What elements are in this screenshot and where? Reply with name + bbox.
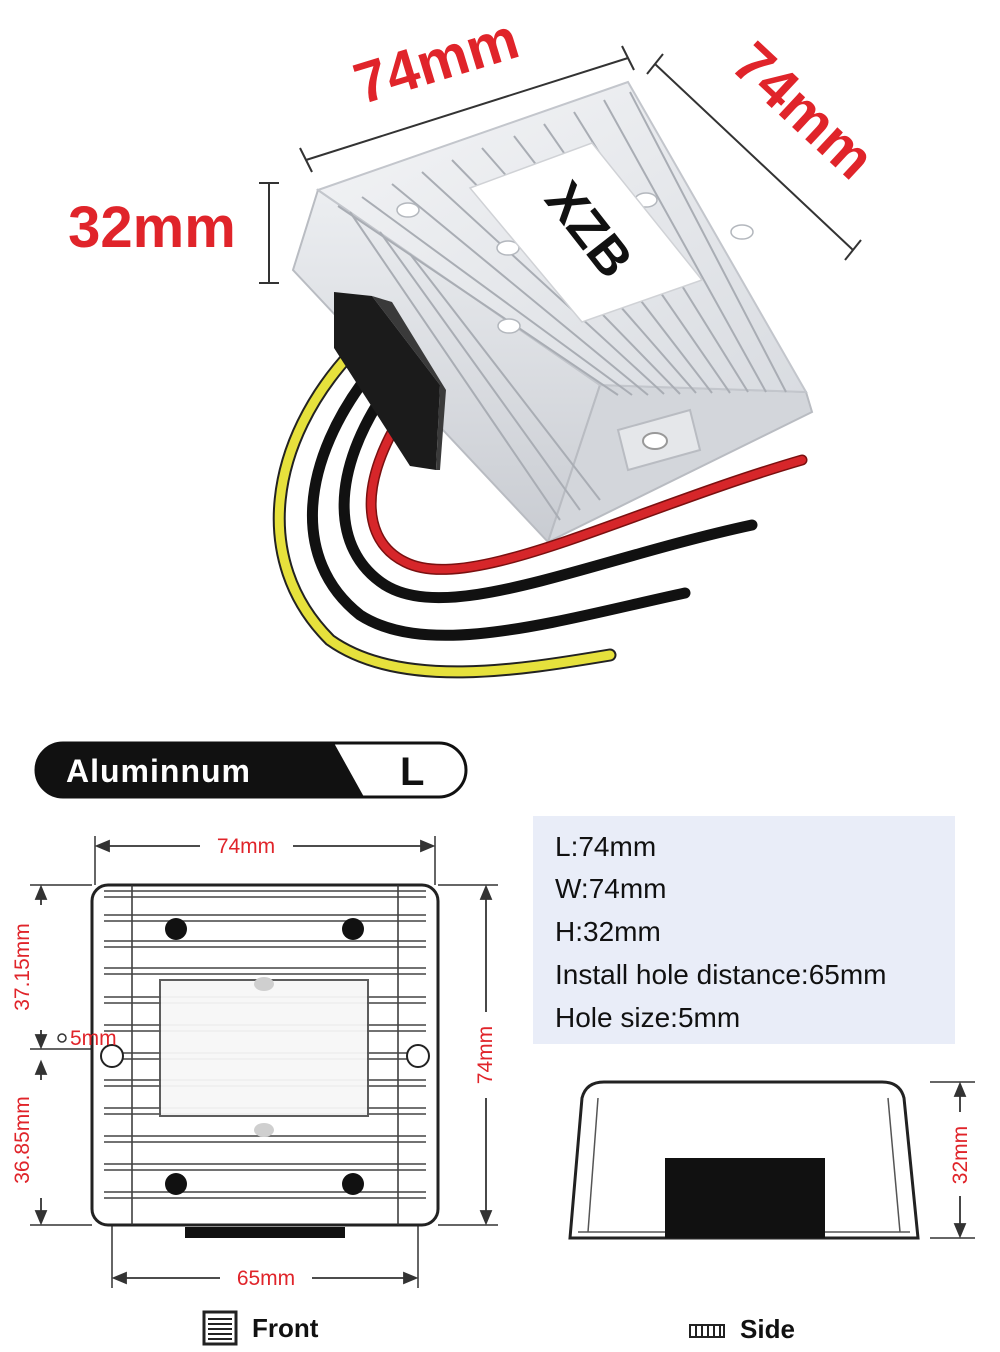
height-label: 32mm: [68, 195, 236, 260]
front-bottom-dim-label: 65mm: [237, 1267, 295, 1290]
width-label: 74mm: [720, 30, 887, 192]
front-caption: Front: [202, 1310, 318, 1346]
height-dimension-line: [259, 182, 279, 284]
material-label: Aluminnum: [66, 753, 251, 789]
front-upper-offset-label: 37.15mm: [11, 923, 34, 1011]
front-view-icon: [202, 1310, 238, 1346]
spec-width: W:74mm: [555, 873, 667, 904]
side-caption-text: Side: [740, 1314, 795, 1344]
hole-size-label: 5mm: [70, 1027, 117, 1050]
front-view-drawing: 74mm 37.15mm 5mm 36.85mm 74mm 65mm: [11, 835, 498, 1290]
brand-plate: XZB: [468, 142, 704, 323]
side-view-icon: [689, 1323, 725, 1338]
hole-diameter-icon: [57, 1033, 67, 1043]
front-right-dimension: [479, 884, 493, 1226]
front-upper-offset-dimension: [34, 884, 48, 1050]
length-dimension-line: [299, 45, 635, 173]
wire-grommet: [334, 292, 446, 470]
side-height-label: 32mm: [949, 1126, 972, 1184]
side-caption: Side: [688, 1314, 795, 1345]
product-illustration: 74mm 74mm 32mm XZB: [68, 6, 887, 679]
side-height-dimension: [953, 1081, 967, 1239]
front-top-dim-label: 74mm: [217, 835, 275, 858]
side-view-drawing: 32mm: [568, 1080, 975, 1240]
side-connector: [665, 1158, 825, 1238]
spec-height: H:32mm: [555, 916, 661, 947]
spec-hole-size: Hole size:5mm: [555, 1002, 741, 1033]
front-lower-offset-dimension: [34, 1059, 48, 1226]
output-wires: [272, 345, 808, 679]
mounting-holes: [100, 1044, 430, 1068]
size-code: L: [400, 750, 424, 794]
front-bottom-dimension: [111, 1271, 419, 1285]
spec-panel: L:74mm W:74mm H:32mm Install hole distan…: [533, 816, 955, 1044]
front-connector: [185, 1227, 345, 1238]
front-caption-text: Front: [252, 1312, 319, 1343]
length-label: 74mm: [347, 6, 526, 117]
material-tag: Aluminnum L: [34, 741, 468, 799]
front-right-dim-label: 74mm: [474, 1026, 497, 1084]
front-screw-dots: [165, 918, 364, 1195]
spec-length: L:74mm: [555, 831, 657, 862]
spec-hole-distance: Install hole distance:65mm: [555, 959, 887, 990]
width-dimension-line: [646, 53, 862, 261]
front-top-dimension: [94, 839, 436, 853]
front-lower-offset-label: 36.85mm: [11, 1096, 34, 1184]
front-label-plate: [159, 979, 369, 1117]
mounting-tab: [616, 408, 702, 472]
